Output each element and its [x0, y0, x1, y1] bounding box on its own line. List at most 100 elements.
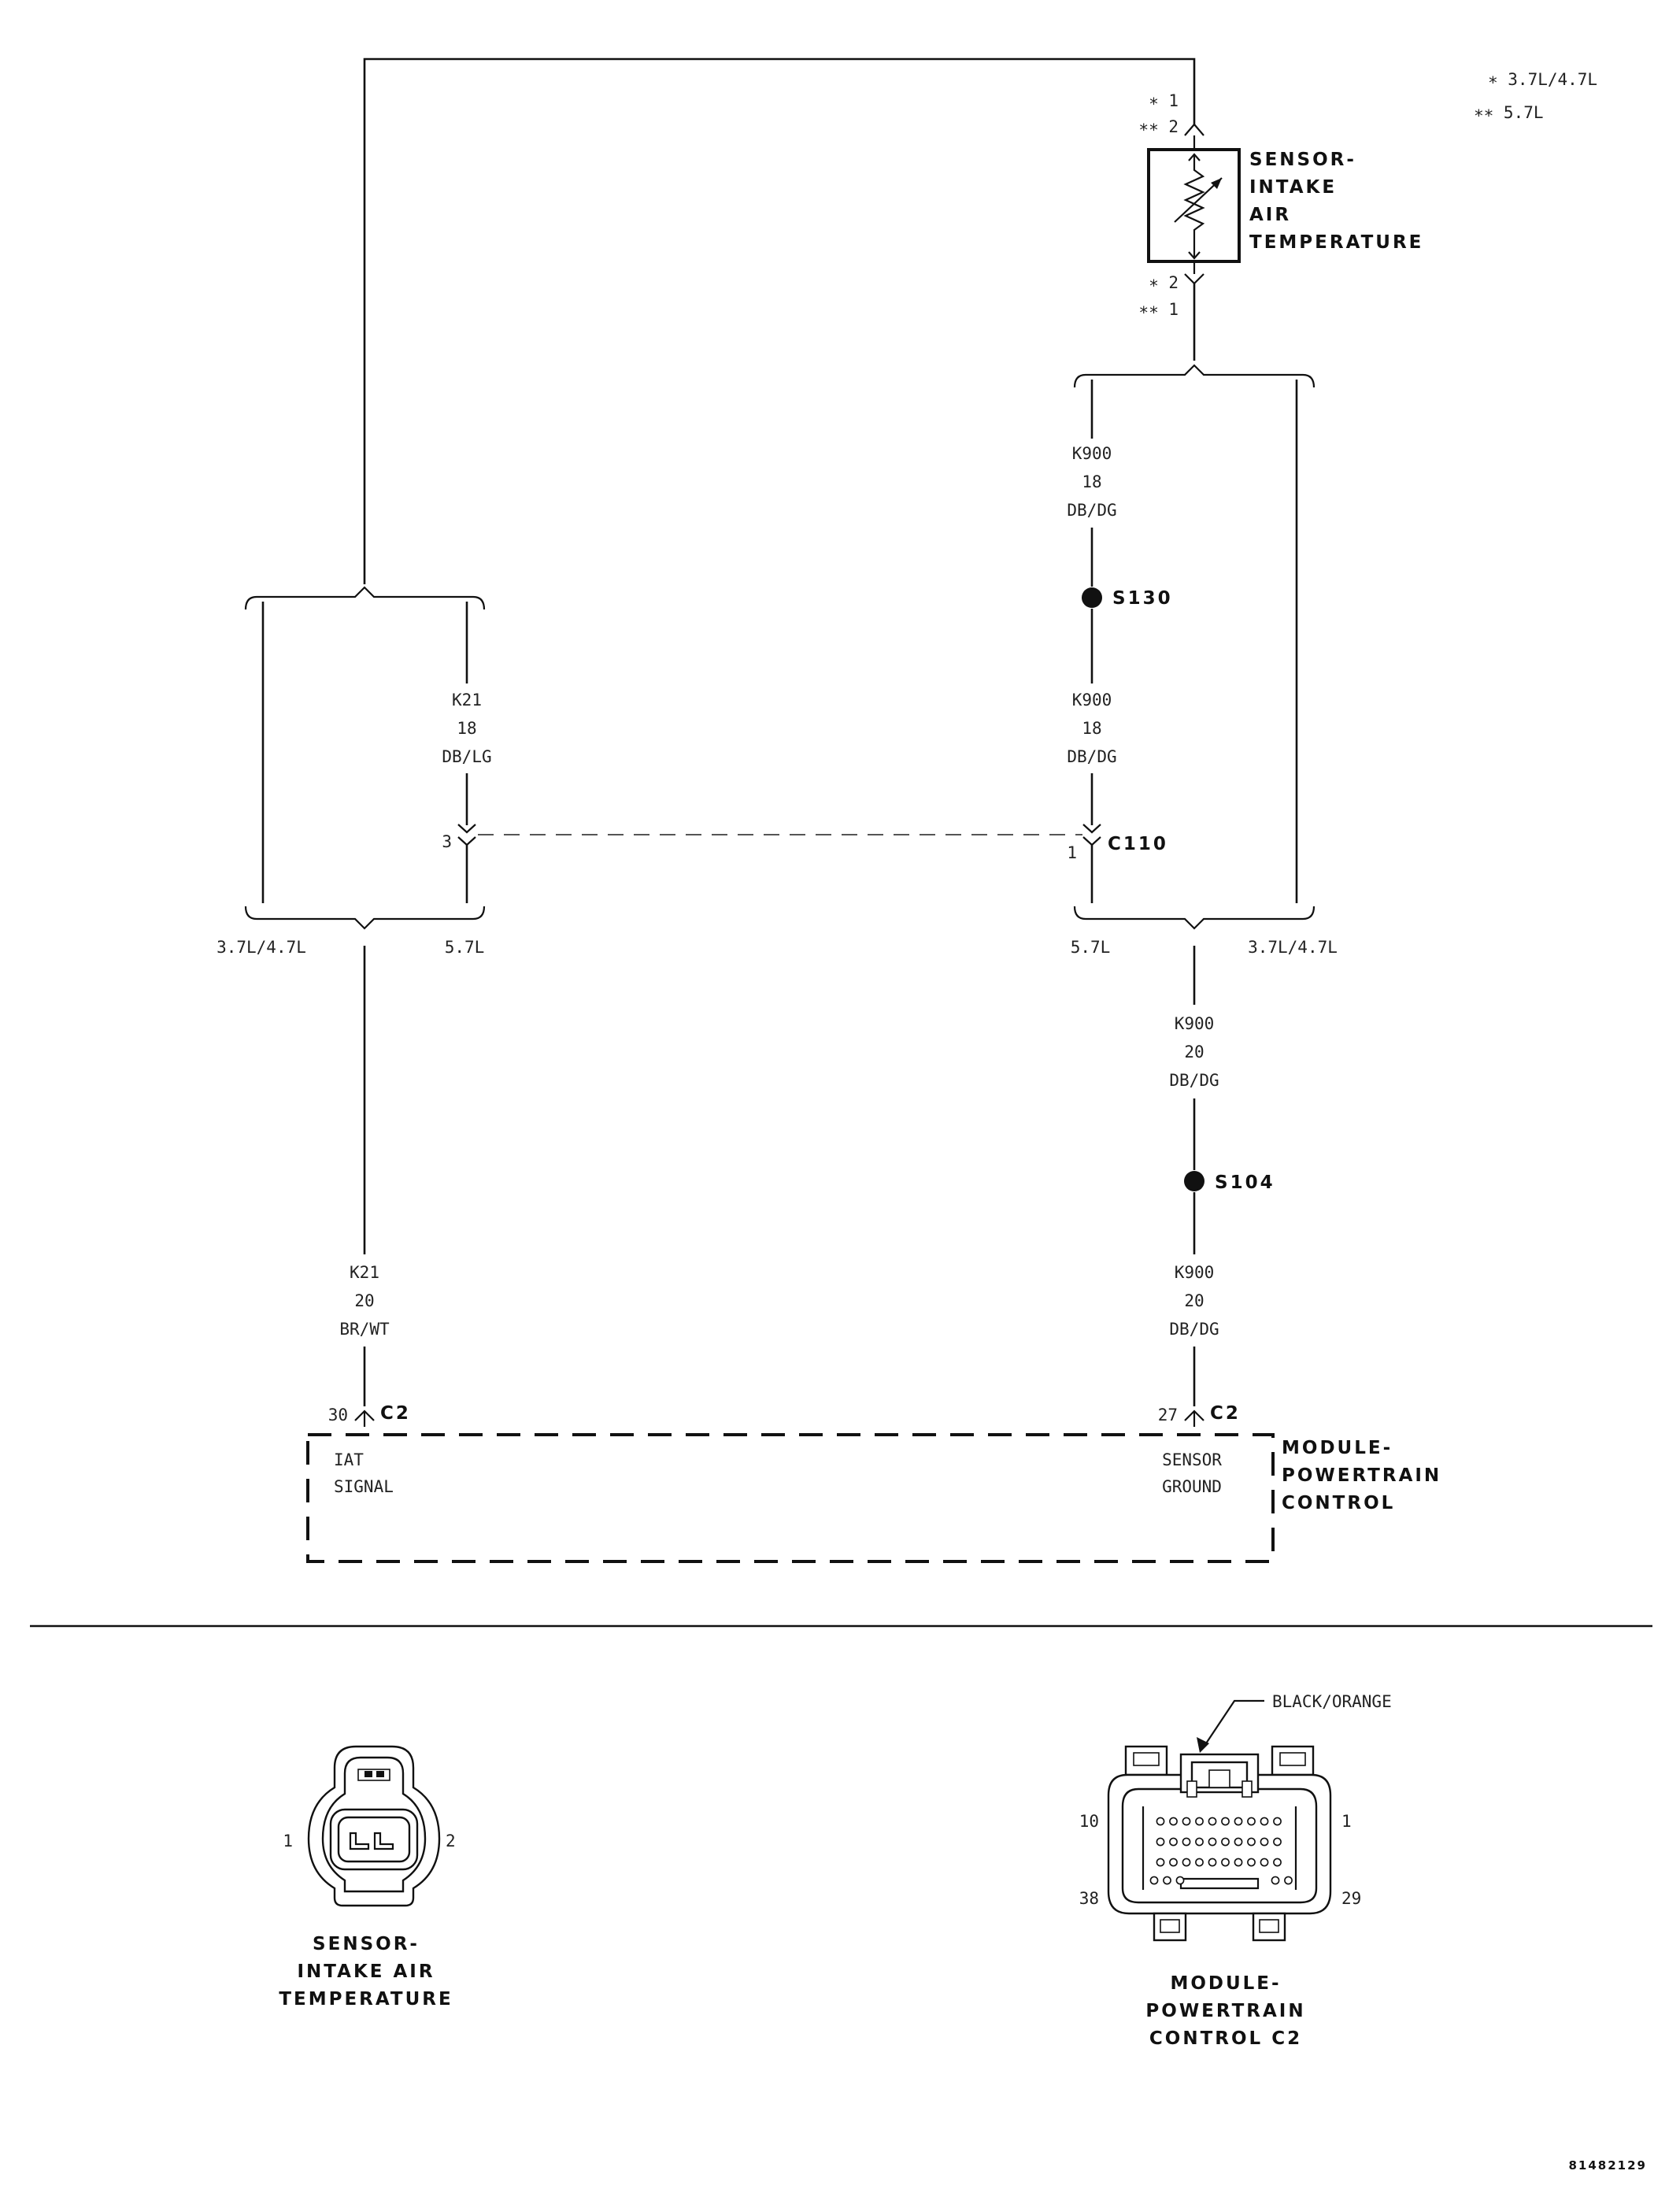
k21-upper-color: DB/LG — [442, 747, 491, 766]
pcm-pin-cavity — [1247, 1858, 1256, 1867]
figure-id: 81482129 — [1569, 2158, 1648, 2173]
branch-bracket-right-lower — [1073, 906, 1316, 930]
sensor-title-3: AIR — [1249, 205, 1291, 225]
pcm-pin-cavity — [1169, 1858, 1178, 1867]
k21-upper-circuit: K21 — [452, 691, 482, 709]
pcm-c2-label-right: C2 — [1210, 1403, 1241, 1424]
pcm-pin-cavity — [1195, 1858, 1204, 1867]
k900-lower-b-color: DB/DG — [1169, 1320, 1219, 1339]
pcm-pin-cavity — [1195, 1837, 1204, 1847]
iat-connector-title-2: INTAKE AIR — [297, 1961, 435, 1982]
pcm-pin-cavity — [1149, 1876, 1159, 1885]
pcm-pin-cavity — [1260, 1837, 1269, 1847]
pcm-title-1: MODULE- — [1282, 1438, 1393, 1458]
sensor-bottom-pin-b: ∗∗ 1 — [1138, 300, 1179, 319]
k21-lower-circuit: K21 — [350, 1263, 379, 1282]
pcm-c2-title-2: POWERTRAIN — [1145, 2001, 1305, 2021]
k21-top-wire — [363, 57, 1196, 584]
pcm-pin-cavity — [1169, 1817, 1178, 1826]
sensor-bottom-pin-a: ∗ 2 — [1149, 273, 1179, 292]
legend-double-star: ∗∗ 5.7L — [1474, 103, 1544, 122]
pcm-pin-cavity — [1247, 1817, 1256, 1826]
k900-middle-gauge: 18 — [1082, 719, 1101, 738]
c110-pin-left: 3 — [442, 832, 452, 851]
pcm-iat-line-1: IAT — [334, 1450, 364, 1469]
c110-right-symbol — [1082, 824, 1101, 846]
pcm-pin-cavity — [1234, 1858, 1243, 1867]
k900-middle-circuit: K900 — [1072, 691, 1112, 709]
k900-upper-gauge: 18 — [1082, 472, 1101, 491]
pcm-pin-cavity — [1208, 1817, 1217, 1826]
pcm-pin-cavity — [1273, 1837, 1282, 1847]
c110-left-symbol — [457, 824, 476, 846]
sensor-top-pin-b: ∗∗ 2 — [1138, 117, 1179, 136]
k900-upper-circuit: K900 — [1072, 444, 1112, 463]
pcm-pin-cavity — [1284, 1876, 1293, 1885]
pcm-pin-cavity — [1260, 1817, 1269, 1826]
pcm-pin-cavity — [1273, 1817, 1282, 1826]
c110-pin-right: 1 — [1067, 843, 1077, 862]
branch-bracket-right-upper — [1073, 364, 1316, 388]
pcm-c2-connector-face — [1107, 1745, 1332, 1942]
pcm-pin-cavity — [1247, 1837, 1256, 1847]
pcm-pin-cavity — [1208, 1858, 1217, 1867]
sensor-title-2: INTAKE — [1249, 177, 1337, 198]
splice-s130 — [1082, 587, 1102, 608]
iat-connector-face — [307, 1745, 441, 1907]
branch-label-right-b: 3.7L/4.7L — [1248, 938, 1338, 957]
k21-upper-gauge: 18 — [457, 719, 476, 738]
pcm-c2-label-left: C2 — [380, 1403, 411, 1424]
branch-label-right-a: 5.7L — [1071, 938, 1111, 957]
pcm-c2-pin-29: 29 — [1341, 1889, 1361, 1908]
pcm-pin-cavity — [1221, 1817, 1230, 1826]
pcm-c2-pin-38: 38 — [1079, 1889, 1099, 1908]
pcm-title-3: CONTROL — [1282, 1493, 1395, 1513]
k21-lower-color: BR/WT — [339, 1320, 390, 1339]
sensor-title-4: TEMPERATURE — [1249, 232, 1423, 253]
k900-upper-color: DB/DG — [1067, 501, 1116, 520]
pcm-pin-27: 27 — [1158, 1406, 1178, 1424]
splice-s104-label: S104 — [1215, 1172, 1275, 1193]
splice-s130-label: S130 — [1112, 588, 1173, 609]
pcm-iat-line-2: SIGNAL — [334, 1477, 394, 1496]
legend-single-star: ∗ 3.7L/4.7L — [1488, 70, 1597, 89]
k21-lower-gauge: 20 — [354, 1291, 374, 1310]
k900-lower-a-color: DB/DG — [1169, 1071, 1219, 1090]
pcm-c2-title-1: MODULE- — [1170, 1973, 1281, 1994]
iat-connector-pin-1: 1 — [283, 1832, 293, 1850]
pcm-pin-cavity — [1182, 1817, 1191, 1826]
pcm-pin-cavity — [1260, 1858, 1269, 1867]
pcm-pin-cavity — [1234, 1837, 1243, 1847]
k900-lower-b-circuit: K900 — [1175, 1263, 1215, 1282]
pcm-pin-cavity — [1182, 1837, 1191, 1847]
pcm-ground-line-2: GROUND — [1162, 1477, 1222, 1496]
k900-lower-b-gauge: 20 — [1184, 1291, 1204, 1310]
sensor-connector-top — [1184, 123, 1204, 136]
pcm-module-box — [306, 1433, 1275, 1563]
branch-bracket-left-lower — [244, 906, 486, 930]
pcm-c2-callout: BLACK/ORANGE — [1272, 1692, 1392, 1711]
pcm-pin-cavity — [1156, 1817, 1165, 1826]
sensor-connector-bottom — [1184, 273, 1204, 285]
pcm-pin-cavity — [1221, 1837, 1230, 1847]
pcm-pin-cavity — [1195, 1817, 1204, 1826]
k900-lower-a-circuit: K900 — [1175, 1014, 1215, 1033]
pcm-pin-cavity — [1234, 1817, 1243, 1826]
branch-label-left-b: 5.7L — [445, 938, 485, 957]
k900-lower-a-gauge: 20 — [1184, 1043, 1204, 1061]
pcm-c2-pin-10: 10 — [1079, 1812, 1099, 1831]
sensor-title-1: SENSOR- — [1249, 150, 1356, 170]
c110-label: C110 — [1108, 834, 1168, 854]
pcm-ground-line-1: SENSOR — [1162, 1450, 1222, 1469]
iat-sensor-symbol — [1147, 135, 1241, 263]
pcm-pin-cavity — [1169, 1837, 1178, 1847]
pcm-pin-30: 30 — [328, 1406, 348, 1424]
pcm-pin-cavity — [1163, 1876, 1171, 1885]
pcm-pin-cavity — [1208, 1837, 1217, 1847]
pcm-pin-cavity — [1182, 1858, 1191, 1867]
branch-label-left-a: 3.7L/4.7L — [216, 938, 306, 957]
pcm-title-2: POWERTRAIN — [1282, 1465, 1441, 1486]
pcm-pin-cavity — [1221, 1858, 1230, 1867]
iat-connector-title-1: SENSOR- — [313, 1934, 420, 1954]
